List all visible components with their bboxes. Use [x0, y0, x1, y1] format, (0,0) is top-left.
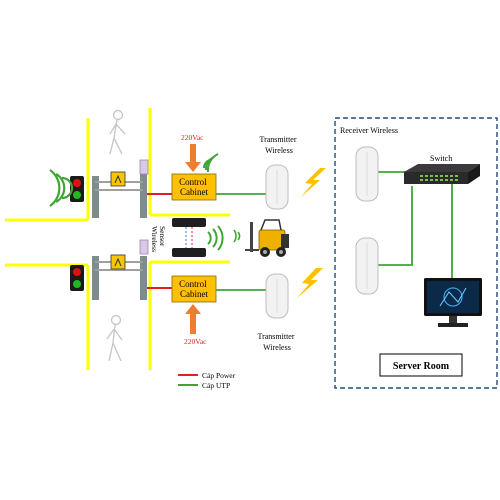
legend-label: Cáp UTP: [202, 381, 230, 390]
svg-text:Control Cabinet: Control Cabinet: [179, 177, 209, 197]
wireless-signal-icon: [49, 169, 74, 207]
control-cabinet-top: Control Cabinet: [171, 173, 217, 201]
wireless-signal-icon: [207, 225, 224, 251]
voltage-label-bottom: 220Vac: [184, 337, 207, 346]
transmitter-label-top: Transmitter Wireless: [259, 135, 298, 155]
sensor-device: [172, 218, 206, 257]
receiver-label: Receiver Wireless: [340, 126, 398, 135]
lightning-icon: [297, 268, 323, 298]
cabinet-top-line1: Control: [179, 177, 207, 187]
wireless-access-point-icon: [265, 273, 289, 319]
forklift-icon: [245, 219, 289, 257]
cabinet-bottom-line2: Cabinet: [180, 289, 208, 299]
lightning-icon: [300, 168, 326, 198]
wireless-signal-icon: [233, 229, 241, 243]
wireless-signal-icon: [203, 153, 219, 173]
server-room-boundary: [334, 117, 498, 389]
pedestrian-icon: [109, 109, 126, 155]
switch-label: Switch: [430, 154, 452, 163]
control-cabinet-bottom: Control Cabinet: [171, 275, 217, 303]
legend-label: Cáp Power: [202, 371, 236, 380]
swing-gate-icon: [92, 239, 149, 300]
cabinet-bottom-line1: Control: [179, 279, 207, 289]
yellow-boundary-lines: [5, 108, 230, 370]
cabinet-top-line2: Cabinet: [180, 187, 208, 197]
network-switch-icon: [404, 164, 480, 184]
voltage-label-top: 220Vac: [181, 133, 204, 142]
wireless-access-point-icon: [355, 146, 379, 202]
swing-gate-icon: [92, 159, 149, 218]
power-input-arrow-bottom: [185, 304, 201, 334]
sensor-label: Sensor Wireless: [150, 226, 167, 252]
utp-cables: [216, 171, 453, 291]
traffic-light-icon: [70, 265, 84, 291]
wireless-access-point-icon: [265, 164, 289, 210]
monitor-icon: [424, 278, 482, 327]
pedestrian-icon: [106, 314, 123, 362]
traffic-light-icon: [70, 176, 84, 202]
power-cables: [147, 193, 172, 289]
server-room-label: Server Room: [393, 361, 450, 372]
wireless-access-point-icon: [355, 237, 379, 295]
svg-text:Control Cabinet: Control Cabinet: [179, 279, 209, 299]
power-input-arrow-top: [185, 144, 201, 172]
transmitter-label-bottom: Transmitter Wireless: [257, 332, 296, 352]
